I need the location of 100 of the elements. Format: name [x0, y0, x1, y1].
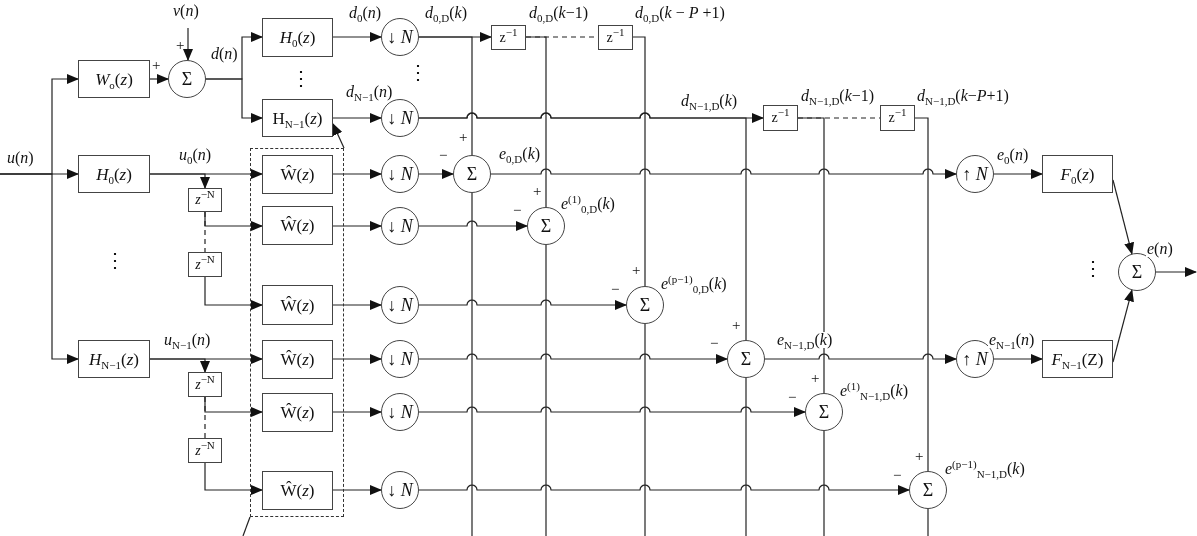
- operator-symbol: ↓ N: [387, 403, 413, 421]
- summing-junction: [453, 155, 491, 193]
- arrow: [418, 484, 910, 495]
- signal-label: d$_{N−1}$(n): [345, 84, 394, 100]
- arrow: [332, 485, 382, 495]
- transfer-function-label: Ŵ(z): [280, 404, 315, 421]
- signal-line: [418, 112, 747, 341]
- sign-label: +: [176, 38, 185, 53]
- operator-symbol: Σ: [639, 296, 651, 314]
- signal-line: [745, 377, 747, 536]
- operator-symbol: Σ: [181, 70, 193, 88]
- operator-symbol: Σ: [740, 350, 752, 368]
- sign-label: +: [811, 371, 820, 386]
- transfer-function-label: H$_{N−1}$(z): [272, 109, 323, 127]
- filter-block: [262, 340, 333, 379]
- sign-label: −: [710, 336, 719, 351]
- filter-block: [262, 206, 333, 245]
- operator-symbol: ↓ N: [387, 350, 413, 368]
- operator-symbol: Σ: [1131, 263, 1143, 281]
- signal-label: d(n): [210, 46, 239, 62]
- transfer-function-label: Ŵ(z): [280, 296, 315, 314]
- signal-label: v(n): [172, 3, 200, 19]
- filter-block: [1042, 155, 1113, 193]
- filter-block: [262, 18, 333, 57]
- operator-symbol: ↓ N: [387, 165, 413, 183]
- arrow: [490, 168, 957, 179]
- operator-symbol: Σ: [818, 403, 830, 421]
- arrow: [332, 113, 382, 123]
- leader-line: [242, 516, 251, 536]
- delay-block: [188, 252, 222, 277]
- signal-line: [418, 36, 473, 156]
- transfer-function-label: F$_{N−1}$(Z): [1051, 350, 1104, 368]
- transfer-function-label: z$^{−1}$: [499, 30, 518, 45]
- operator-symbol: ↓ N: [387, 481, 413, 499]
- leader-line: [332, 123, 345, 149]
- sign-label: +: [915, 449, 924, 464]
- downsampler: [381, 286, 419, 324]
- filter-block: [78, 340, 150, 378]
- arrow: [418, 353, 728, 364]
- downsampler: [381, 207, 419, 245]
- arrow: [205, 78, 263, 123]
- delay-block: [188, 188, 222, 212]
- operator-symbol: ↑ N: [962, 165, 988, 183]
- signal-line: [204, 396, 206, 439]
- upsampler: [956, 155, 994, 193]
- transfer-function-label: Ŵ(z): [280, 351, 315, 368]
- operator-symbol: Σ: [922, 481, 934, 499]
- downsampler: [381, 99, 419, 137]
- signal-line: [797, 117, 825, 394]
- transfer-function-label: H$_{0}$(z): [96, 165, 132, 183]
- signal-line: [545, 244, 547, 536]
- arrow: [149, 74, 169, 84]
- arrow: [204, 276, 263, 310]
- sign-label: −: [513, 203, 522, 218]
- transfer-function-label: Ŵ(z): [280, 482, 315, 499]
- arrow: [418, 169, 454, 179]
- arrow: [332, 32, 382, 42]
- delay-block: [598, 25, 633, 50]
- summing-junction: [909, 471, 947, 509]
- arrow: [332, 300, 382, 310]
- sign-label: +: [533, 184, 542, 199]
- signal-label: d$_{0}$(n): [348, 5, 383, 21]
- sign-label: −: [611, 282, 620, 297]
- arrow: [993, 169, 1043, 179]
- signal-line: [927, 508, 929, 536]
- transfer-function-label: Ŵ(z): [280, 166, 315, 183]
- ellipsis-dots: ⋮: [408, 62, 428, 82]
- arrow: [332, 354, 382, 364]
- signal-line: [204, 211, 206, 253]
- signal-line: [471, 192, 473, 536]
- transfer-function-label: H$_{0}$(z): [279, 29, 316, 46]
- signal-line: [823, 430, 825, 536]
- arrow: [149, 358, 210, 373]
- filter-block: [78, 60, 150, 98]
- ellipsis-dots: ⋮: [105, 250, 125, 270]
- signal-line: [644, 323, 646, 536]
- dashed-group-box: [250, 148, 344, 517]
- signal-line: [914, 117, 929, 472]
- filter-block: [262, 285, 333, 325]
- transfer-function-label: z$^{−1}$: [771, 111, 790, 125]
- sign-label: +: [459, 130, 468, 145]
- operator-symbol: ↓ N: [387, 28, 413, 46]
- sign-label: +: [732, 318, 741, 333]
- arrow: [0, 173, 79, 364]
- sign-label: −: [893, 468, 902, 483]
- filter-block: [1042, 340, 1113, 378]
- transfer-function-label: z$^{−N}$: [195, 377, 215, 392]
- delay-block: [188, 372, 222, 397]
- filter-block: [262, 393, 333, 432]
- arrow: [332, 169, 382, 179]
- transfer-function-label: z$^{−N}$: [195, 257, 215, 272]
- downsampler: [381, 340, 419, 378]
- signal-label: u$_{N−1}$(n): [163, 332, 212, 348]
- signal-label: e$_{N−1}$(n): [988, 332, 1036, 348]
- arrow: [418, 406, 806, 417]
- arrow: [418, 299, 627, 310]
- signal-line: [525, 36, 547, 208]
- transfer-function-label: Ŵ(z): [280, 217, 315, 234]
- arrow: [332, 407, 382, 417]
- sign-label: +: [632, 263, 641, 278]
